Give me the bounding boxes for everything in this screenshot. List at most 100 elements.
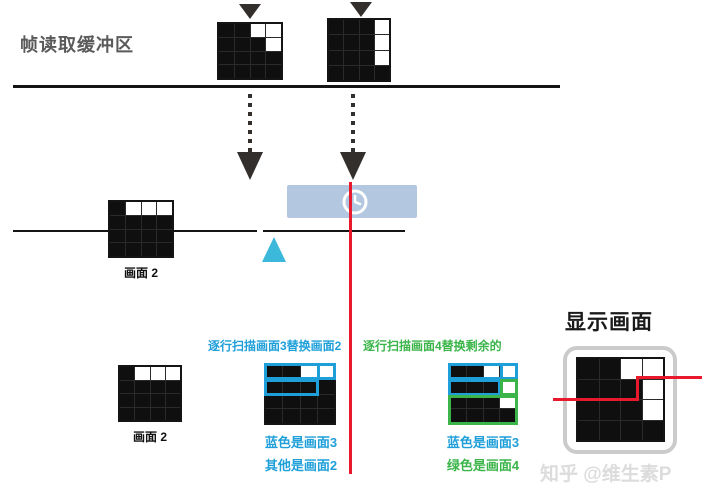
grid-cell [234, 51, 250, 65]
grid-cell [120, 367, 135, 380]
grid-cell [110, 202, 125, 215]
grid-cell [150, 394, 165, 407]
grid-cell [329, 65, 344, 80]
grid-cell [344, 20, 359, 35]
grid-cell [283, 379, 300, 394]
mid-frame2-label: 画面 2 [123, 266, 158, 280]
grid-cell [500, 394, 516, 409]
grid-cell [500, 379, 516, 394]
grid-cell [344, 35, 359, 50]
grid-cell [466, 379, 483, 394]
grid-cell [165, 380, 180, 393]
grid-cell [642, 359, 663, 379]
dotted-arrowhead-icon [237, 152, 263, 180]
grid-cell [219, 37, 234, 51]
grid-cell [165, 367, 180, 380]
grid-cell [219, 51, 234, 65]
grid-cell [125, 202, 141, 215]
grid-cell [141, 229, 157, 243]
grid-cell [621, 359, 642, 379]
grid-cell [359, 20, 374, 35]
bottom-frame2-label: 画面 2 [132, 430, 167, 444]
scan4-note-1: 蓝色是画面3 [446, 435, 520, 450]
dotted-arrow-line [248, 94, 252, 152]
grid-cell [157, 229, 172, 243]
grid-cell [250, 37, 266, 51]
grid-cell [578, 359, 599, 379]
scan3-grid [264, 363, 336, 425]
arrow-down-icon [239, 4, 261, 19]
grid-cell [599, 359, 620, 379]
grid-cell [250, 24, 266, 37]
buffer-divider-line [13, 85, 560, 88]
grid-cell [135, 394, 150, 407]
grid-cell [266, 37, 281, 51]
grid-cell [125, 243, 141, 256]
buffer-title: 帧读取缓冲区 [20, 35, 134, 55]
grid-cell [110, 215, 125, 229]
grid-cell [374, 20, 389, 35]
grid-cell [578, 420, 599, 440]
display-title: 显示画面 [565, 311, 653, 334]
grid-cell [450, 379, 466, 394]
grid-cell [374, 65, 389, 80]
grid-cell [466, 394, 483, 409]
vsync-wait-panel [287, 185, 417, 218]
grid-cell [234, 65, 250, 78]
grid-cell [219, 24, 234, 37]
grid-cell [483, 365, 500, 379]
tear-line-upper [636, 376, 702, 379]
watermark: 知乎 @维生素P [540, 464, 672, 485]
grid-cell [450, 365, 466, 379]
grid-cell [120, 380, 135, 393]
grid-cell [344, 50, 359, 65]
grid-cell [266, 24, 281, 37]
grid-cell [219, 65, 234, 78]
grid-cell [466, 365, 483, 379]
grid-cell [483, 394, 500, 409]
grid-cell [500, 409, 516, 423]
grid-cell [450, 394, 466, 409]
grid-cell [110, 229, 125, 243]
grid-cell [234, 24, 250, 37]
grid-cell [599, 420, 620, 440]
grid-cell [150, 380, 165, 393]
grid-cell [344, 65, 359, 80]
grid-cell [329, 35, 344, 50]
grid-cell [466, 409, 483, 423]
arrow-down-icon [350, 2, 372, 17]
tear-line-lower [553, 398, 639, 401]
grid-cell [483, 409, 500, 423]
grid-cell [141, 202, 157, 215]
grid-cell [359, 65, 374, 80]
grid-cell [135, 380, 150, 393]
refresh-moment-red-line [349, 182, 352, 474]
grid-cell [578, 400, 599, 420]
scan3-heading: 逐行扫描画面3替换画面2 [208, 339, 342, 353]
grid-cell [374, 50, 389, 65]
grid-cell [483, 379, 500, 394]
grid-cell [157, 202, 172, 215]
grid-cell [642, 420, 663, 440]
grid-cell [329, 20, 344, 35]
scan4-heading: 逐行扫描画面4替换剩余的 [363, 339, 502, 353]
grid-cell [300, 394, 317, 409]
grid-cell [165, 394, 180, 407]
grid-cell [283, 409, 300, 423]
grid-cell [359, 35, 374, 50]
grid-cell [599, 400, 620, 420]
mid-grid-frame2 [108, 200, 174, 258]
grid-cell [359, 50, 374, 65]
grid-cell [120, 394, 135, 407]
grid-cell [599, 379, 620, 399]
grid-cell [300, 379, 317, 394]
grid-cell [135, 367, 150, 380]
grid-cell [621, 400, 642, 420]
grid-cell [642, 400, 663, 420]
grid-cell [150, 407, 165, 420]
grid-cell [317, 409, 334, 423]
grid-cell [300, 365, 317, 379]
dotted-arrow-line [351, 94, 355, 152]
grid-cell [266, 394, 283, 409]
grid-cell [125, 229, 141, 243]
